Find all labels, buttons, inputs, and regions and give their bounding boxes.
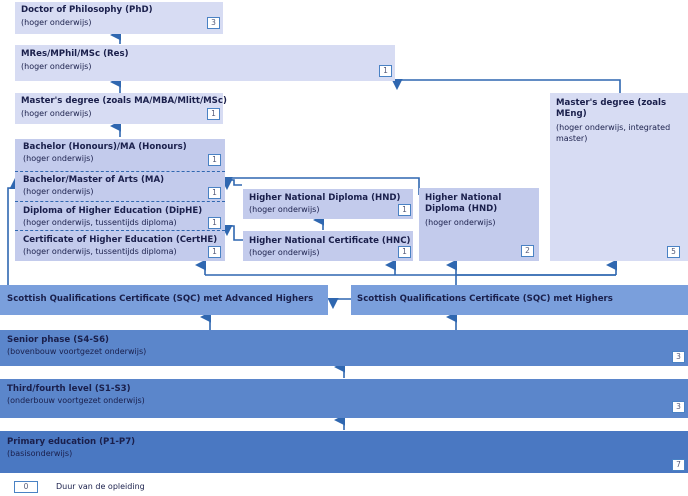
hnc-title: Higher National Certificate (HNC) — [249, 236, 411, 246]
certhe-title: Certificate of Higher Education (CertHE) — [23, 235, 218, 245]
masters-subtitle: (hoger onderwijs) — [21, 109, 92, 118]
phd-subtitle: (hoger onderwijs) — [21, 18, 92, 27]
hnc-box: Higher National Certificate (HNC) (hoger… — [243, 231, 413, 261]
hnc-duration: 1 — [398, 246, 411, 258]
sqc-highers-title: Scottish Qualifications Certificate (SQC… — [357, 294, 613, 304]
senior-duration: 3 — [672, 351, 685, 363]
masters-duration: 1 — [207, 108, 220, 120]
bachelor-stack: Bachelor (Honours)/MA (Honours) (hoger o… — [15, 139, 225, 261]
hnc-subtitle: (hoger onderwijs) — [249, 248, 320, 257]
mres-duration: 1 — [379, 65, 392, 77]
sqc-advanced-box: Scottish Qualifications Certificate (SQC… — [0, 285, 328, 315]
honours-subtitle: (hoger onderwijs) — [23, 154, 94, 163]
mres-title: MRes/MPhil/MSc (Res) — [21, 49, 129, 59]
third-level-box: Third/fourth level (S1-S3) (onderbouw vo… — [0, 379, 688, 418]
senior-phase-box: Senior phase (S4-S6) (bovenbouw voortgez… — [0, 330, 688, 366]
phd-title: Doctor of Philosophy (PhD) — [21, 5, 153, 15]
meng-box: Master's degree (zoals MEng) (hoger onde… — [550, 93, 688, 261]
primary-title: Primary education (P1-P7) — [7, 437, 136, 447]
third-duration: 3 — [672, 401, 685, 413]
masters-box: Master's degree (zoals MA/MBA/Mlitt/MSc)… — [15, 93, 227, 124]
certhe-subtitle: (hoger onderwijs, tussentijds diploma) — [23, 247, 177, 256]
divider-1 — [15, 171, 225, 172]
third-subtitle: (onderbouw voortgezet onderwijs) — [7, 396, 145, 405]
honours-title: Bachelor (Honours)/MA (Honours) — [23, 142, 187, 152]
sqc-highers-box: Scottish Qualifications Certificate (SQC… — [351, 285, 688, 315]
phd-box: Doctor of Philosophy (PhD) (hoger onderw… — [15, 2, 223, 34]
third-title: Third/fourth level (S1-S3) — [7, 384, 131, 394]
certhe-duration: 1 — [208, 246, 221, 258]
senior-title: Senior phase (S4-S6) — [7, 335, 109, 345]
primary-subtitle: (basisonderwijs) — [7, 449, 73, 458]
primary-duration: 7 — [672, 459, 685, 471]
legend-label: Duur van de opleiding — [56, 482, 145, 491]
legend: 0 Duur van de opleiding — [14, 481, 314, 493]
diphe-subtitle: (hoger onderwijs, tussentijds diploma) — [23, 218, 177, 227]
hnd-title: Higher National Diploma (HND) — [249, 193, 401, 203]
phd-duration: 3 — [207, 17, 220, 29]
hnd2-title: Higher National Diploma (HND) — [425, 193, 502, 214]
divider-2 — [15, 201, 225, 202]
hnd-duration: 1 — [398, 204, 411, 216]
mres-subtitle: (hoger onderwijs) — [21, 62, 92, 71]
honours-duration: 1 — [208, 154, 221, 166]
bachelor-duration: 1 — [208, 187, 221, 199]
meng-subtitle: (hoger onderwijs, integrated master) — [556, 123, 671, 143]
diphe-duration: 1 — [208, 217, 221, 229]
bachelor-title: Bachelor/Master of Arts (MA) — [23, 175, 165, 185]
hnd2-subtitle: (hoger onderwijs) — [425, 218, 496, 227]
masters-title: Master's degree (zoals MA/MBA/Mlitt/MSc) — [21, 96, 227, 106]
hnd-subtitle: (hoger onderwijs) — [249, 205, 320, 214]
hnd2-box: Higher National Diploma (HND) (hoger ond… — [419, 188, 539, 261]
hnd2-duration: 2 — [521, 245, 534, 257]
diphe-title: Diploma of Higher Education (DipHE) — [23, 206, 203, 216]
legend-sample-badge: 0 — [14, 481, 38, 493]
meng-title: Master's degree (zoals MEng) — [556, 98, 667, 119]
primary-box: Primary education (P1-P7) (basisonderwij… — [0, 431, 688, 473]
senior-subtitle: (bovenbouw voortgezet onderwijs) — [7, 347, 147, 356]
bachelor-subtitle: (hoger onderwijs) — [23, 187, 94, 196]
sqc-advanced-title: Scottish Qualifications Certificate (SQC… — [7, 294, 314, 304]
mres-box: MRes/MPhil/MSc (Res) (hoger onderwijs) 1 — [15, 45, 395, 81]
hnd-box: Higher National Diploma (HND) (hoger ond… — [243, 189, 413, 219]
meng-duration: 5 — [667, 246, 680, 258]
divider-3 — [15, 230, 225, 231]
